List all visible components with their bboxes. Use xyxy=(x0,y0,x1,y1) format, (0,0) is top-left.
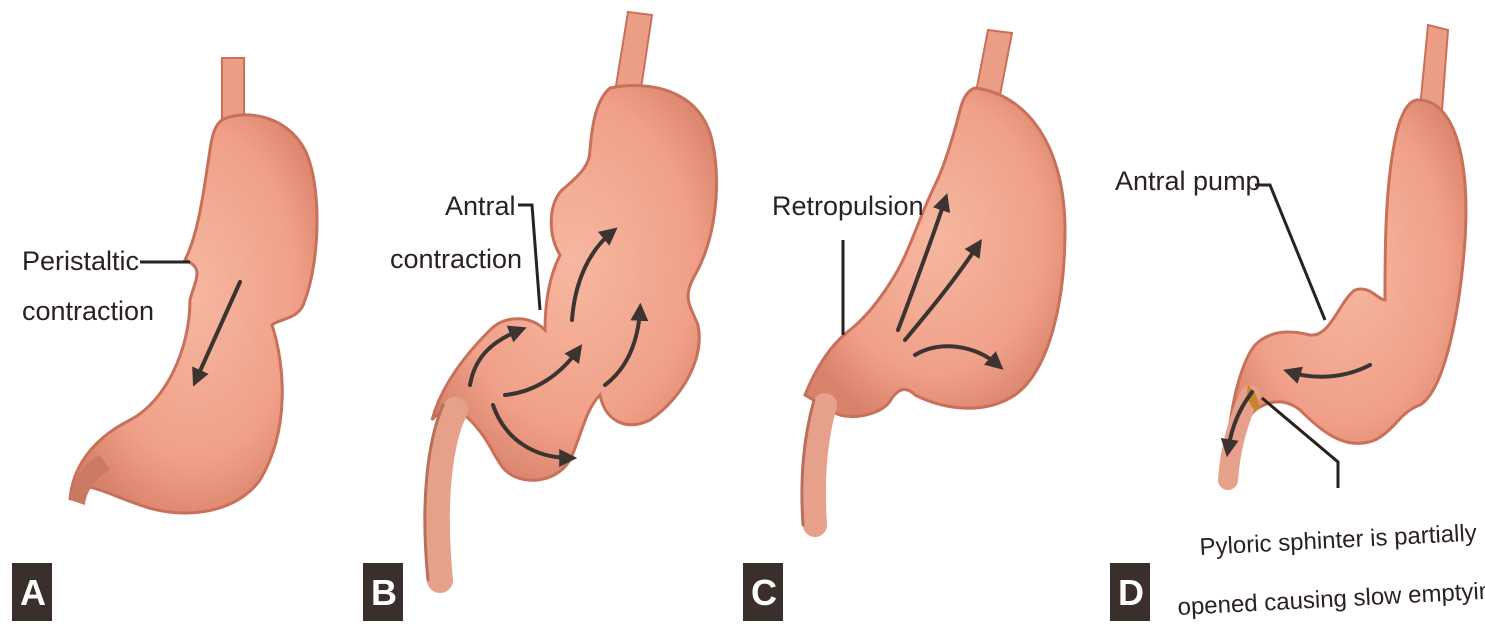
label-peristaltic-a: Peristaltic xyxy=(22,246,139,276)
stomach-d xyxy=(1227,100,1465,470)
esophagus-c xyxy=(976,30,1012,95)
badge-c-letter: C xyxy=(751,572,777,613)
panel-a: Peristaltic contraction A xyxy=(12,58,317,621)
panel-c: Retropulsion C xyxy=(743,30,1065,621)
badge-a-letter: A xyxy=(20,572,46,613)
badge-b-letter: B xyxy=(371,572,397,613)
panel-d: Antral pump Pyloric sphinter is partiall… xyxy=(1110,25,1485,621)
label-antral-pump-d: Antral pump xyxy=(1115,166,1261,196)
leader-d-1 xyxy=(1255,185,1325,320)
label-retropulsion-c: Retropulsion xyxy=(772,191,924,221)
duodenum-c xyxy=(814,405,825,525)
esophagus-b xyxy=(615,12,652,95)
stomach-b xyxy=(432,86,717,481)
note-line-2-d: opened causing slow emptying xyxy=(1177,577,1485,621)
duodenum-b xyxy=(437,410,455,580)
badge-d-letter: D xyxy=(1118,572,1144,613)
label-antral-b: Antral xyxy=(445,191,516,221)
note-line-1-d: Pyloric sphinter is partially xyxy=(1199,520,1477,561)
label-contraction-b: contraction xyxy=(390,244,522,274)
panel-b: Antral contraction B xyxy=(363,12,717,621)
label-contraction-a: contraction xyxy=(22,296,154,326)
esophagus-d xyxy=(1420,25,1448,110)
